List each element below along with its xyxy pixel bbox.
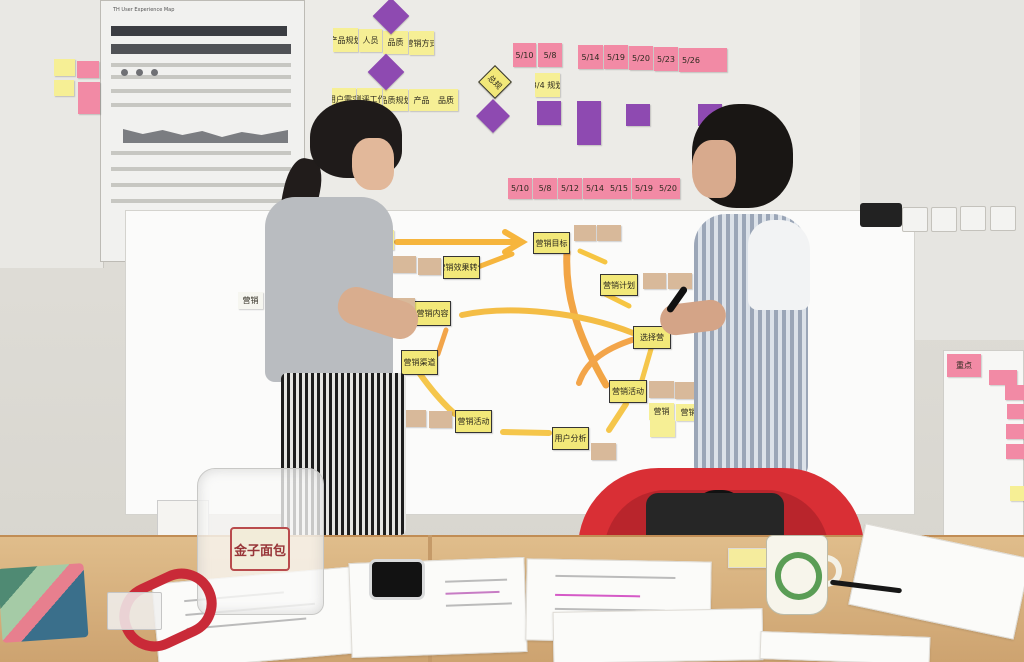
flow-node: 营销效果转化 bbox=[443, 256, 480, 279]
flow-node: 选择营 bbox=[633, 326, 671, 349]
green-pattern-mug bbox=[766, 535, 828, 615]
date-note: 5/19 bbox=[632, 178, 656, 199]
date-note bbox=[703, 48, 727, 72]
date-note: 5/8 bbox=[533, 178, 557, 199]
date-note: 5/23 bbox=[654, 47, 678, 71]
poster-dot bbox=[121, 69, 128, 76]
flow-node: 营销活动 bbox=[455, 410, 492, 433]
flow-node: 营销活动 bbox=[609, 380, 647, 403]
wall-sticky-note bbox=[78, 82, 100, 114]
paper-sheet bbox=[759, 631, 931, 662]
date-note: 5/20 bbox=[629, 46, 653, 70]
tan-sticky-note bbox=[675, 382, 700, 399]
flow-node: 营销内容 bbox=[414, 301, 451, 326]
text-line bbox=[445, 590, 500, 595]
top-note: 人员 bbox=[359, 29, 382, 52]
top-note: 营销方式 bbox=[409, 31, 434, 55]
wall-sticky-note bbox=[77, 61, 99, 78]
top-note: 产品规划 bbox=[333, 28, 358, 52]
tan-sticky-note bbox=[668, 273, 692, 289]
side-note bbox=[1006, 424, 1024, 439]
date-note: 5/15 bbox=[607, 178, 631, 199]
top-note: 品质 bbox=[383, 31, 408, 54]
bag-logo: 金子面包 bbox=[230, 527, 290, 571]
smartphone bbox=[369, 559, 425, 600]
date-note: 5/12 bbox=[558, 178, 582, 199]
date-note: 5/8 bbox=[538, 43, 562, 67]
poster-row bbox=[111, 103, 291, 107]
flow-node: 营销目标 bbox=[533, 232, 570, 254]
tan-sticky-note bbox=[591, 443, 616, 460]
tan-sticky-note bbox=[429, 411, 452, 428]
top-note: 3/4 规划 bbox=[535, 73, 560, 97]
tan-sticky-note bbox=[574, 225, 596, 241]
date-note: 5/20 bbox=[656, 178, 680, 199]
paper-sheet bbox=[552, 608, 764, 662]
flow-node: 用户分析 bbox=[552, 427, 589, 450]
side-note bbox=[1005, 385, 1024, 400]
wall-thermostat bbox=[860, 203, 902, 227]
poster-row bbox=[111, 151, 291, 155]
tan-sticky-note bbox=[392, 256, 416, 273]
poster-title: TH User Experience Map bbox=[113, 7, 175, 13]
text-line bbox=[555, 593, 641, 598]
poster-band bbox=[111, 26, 287, 36]
poster-row bbox=[111, 183, 291, 187]
wall-sticky-note bbox=[54, 59, 75, 76]
flow-small-note: 营销 bbox=[649, 403, 674, 420]
wall-sticky-note bbox=[54, 80, 74, 96]
poster-row bbox=[111, 63, 291, 67]
wall-switch bbox=[960, 206, 986, 231]
purple-sticky-note bbox=[577, 101, 601, 125]
purple-sticky-note bbox=[626, 104, 650, 126]
left-woman-gray-shirt bbox=[265, 197, 393, 382]
tan-sticky-note bbox=[643, 273, 666, 289]
flow-node: 营销渠道 bbox=[401, 350, 438, 375]
purple-sticky-note bbox=[537, 101, 561, 125]
date-note: 5/26 bbox=[679, 48, 703, 72]
date-note: 5/19 bbox=[604, 45, 628, 69]
purple-sticky-note bbox=[577, 125, 601, 145]
right-woman-shoulder bbox=[748, 220, 810, 310]
side-note bbox=[1006, 444, 1024, 459]
text-line bbox=[555, 574, 676, 579]
flow-small-note: 营销 bbox=[238, 292, 263, 309]
side-note: 重点 bbox=[947, 354, 981, 377]
poster-dot bbox=[136, 69, 143, 76]
left-wall-panel bbox=[0, 0, 104, 268]
top-note: 产品 bbox=[409, 89, 434, 111]
floral-notebook bbox=[0, 563, 89, 643]
wall-switch bbox=[902, 207, 928, 232]
text-line bbox=[445, 578, 508, 583]
date-note: 5/10 bbox=[508, 178, 532, 199]
badge-card bbox=[107, 592, 162, 630]
poster-wave bbox=[123, 129, 288, 143]
right-woman-face bbox=[692, 140, 736, 198]
side-note bbox=[1007, 404, 1024, 419]
date-note: 5/14 bbox=[583, 178, 607, 199]
tan-sticky-note bbox=[597, 225, 621, 241]
poster-row bbox=[111, 199, 291, 203]
tan-sticky-note bbox=[404, 410, 426, 427]
flow-node: 营销计划 bbox=[600, 274, 638, 296]
poster-row bbox=[111, 167, 291, 171]
left-woman-face bbox=[352, 138, 394, 190]
date-note: 5/14 bbox=[578, 45, 603, 69]
side-note bbox=[1010, 486, 1024, 501]
flow-small-note bbox=[650, 420, 675, 437]
poster-dot bbox=[151, 69, 158, 76]
top-note: 品质规划 bbox=[383, 89, 408, 111]
poster-row bbox=[111, 75, 291, 79]
date-note: 5/10 bbox=[513, 43, 536, 67]
wall-switch bbox=[990, 206, 1016, 231]
side-note bbox=[989, 370, 1017, 385]
tan-sticky-note bbox=[418, 258, 441, 275]
text-line bbox=[445, 602, 512, 607]
wall-switch bbox=[931, 207, 957, 232]
poster-band bbox=[111, 44, 291, 54]
poster-row bbox=[111, 89, 291, 93]
tan-sticky-note bbox=[649, 381, 674, 398]
top-note: 品质 bbox=[434, 89, 458, 111]
